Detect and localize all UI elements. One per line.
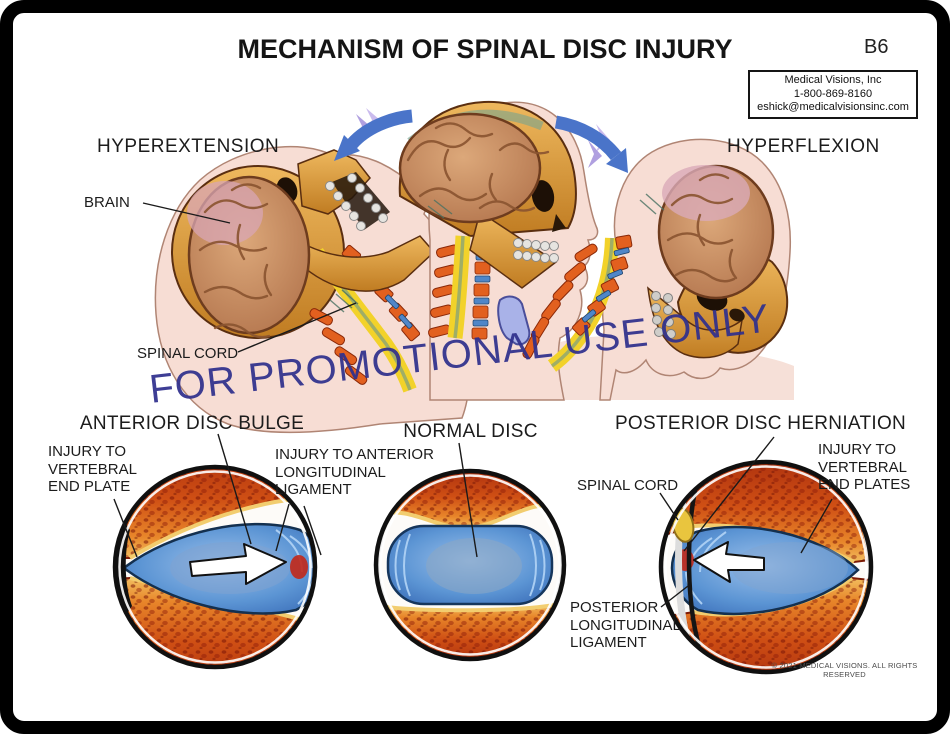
contact-email: eshick@medicalvisionsinc.com (757, 101, 909, 113)
label-brain: BRAIN (84, 194, 130, 211)
right-cervical-spine-illustration (522, 234, 633, 372)
hyperextension-head-illustration (154, 146, 471, 434)
hyperflexion-head-illustration (522, 138, 792, 401)
middle-brain-illustration (398, 112, 550, 224)
posterior-disc-herniation-title: POSTERIOR DISC HERNIATION (614, 413, 907, 434)
posterior-disc-illustration (658, 459, 874, 675)
label-spinal-cord-top: SPINAL CORD (137, 345, 239, 362)
contact-box: Medical Visions, Inc 1-800-869-8160 eshi… (748, 70, 918, 119)
copyright-notice: © 2021 MEDICAL VISIONS. ALL RIGHTS RESER… (771, 661, 918, 679)
right-brain-illustration (639, 164, 775, 300)
left-brain-illustration (187, 175, 359, 339)
label-injury-anterior-ligament: INJURY TO ANTERIOR LONGITUDINAL LIGAMENT (275, 446, 434, 498)
contact-phone: 1-800-869-8160 (793, 87, 873, 100)
page-title: MECHANISM OF SPINAL DISC INJURY (237, 34, 733, 64)
plate-code: B6 (864, 36, 889, 58)
hyoid-bone (497, 295, 531, 346)
neutral-head-illustration (398, 100, 599, 401)
anterior-disc-bulge-title: ANTERIOR DISC BULGE (79, 413, 305, 434)
label-hyperflexion: HYPERFLEXION (727, 136, 880, 157)
normal-disc-title: NORMAL DISC (403, 421, 538, 442)
pointer-lines (113, 202, 833, 608)
motion-arrow-right-icon (554, 115, 628, 173)
label-injury-end-plates: INJURY TO VERTEBRAL END PLATES (818, 441, 911, 493)
label-spinal-cord-bottom: SPINAL CORD (577, 477, 679, 494)
label-hyperextension: HYPEREXTENSION (97, 136, 280, 157)
label-posterior-ligament: POSTERIOR LONGITUDINAL LIGAMENT (570, 599, 681, 651)
label-injury-end-plate: INJURY TO VERTEBRAL END PLATE (48, 443, 137, 495)
middle-cervical-spine-illustration (428, 235, 492, 340)
motion-arrow-left-icon (334, 109, 413, 161)
middle-skull-face (469, 180, 566, 289)
contact-company: Medical Visions, Inc (784, 74, 882, 86)
